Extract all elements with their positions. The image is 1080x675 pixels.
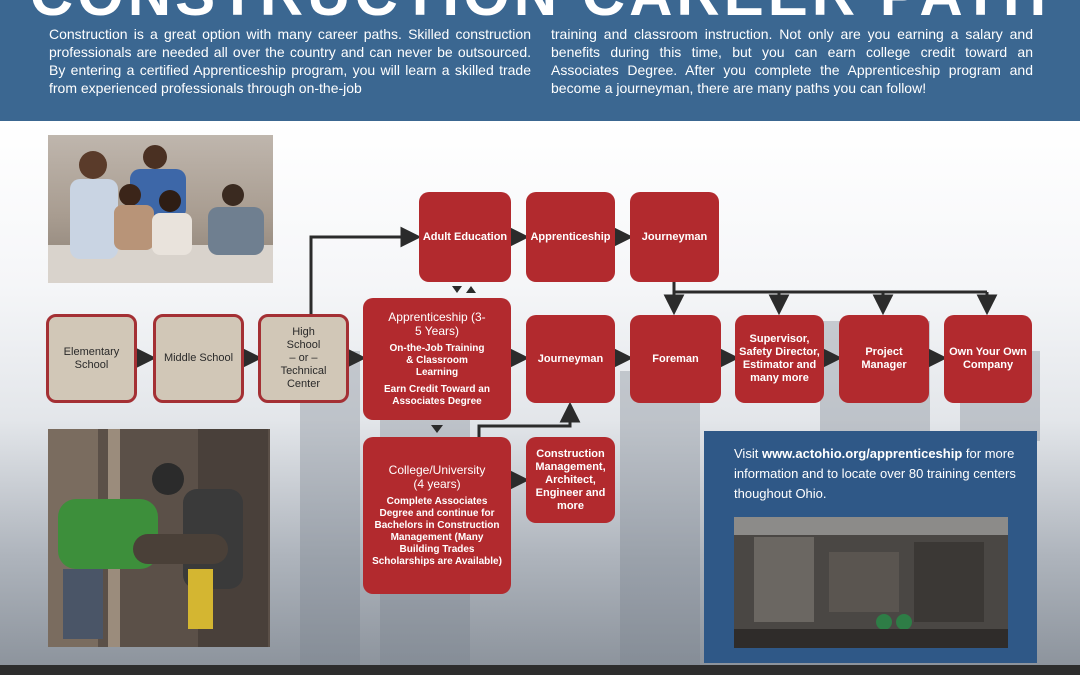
node-adult-education: Adult Education <box>419 192 511 282</box>
node-label: Journeyman <box>537 352 604 365</box>
header-banner: CONSTRUCTION CAREER PATH Construction is… <box>0 0 1080 121</box>
building-silhouette <box>620 371 700 665</box>
node-label: Middle School <box>163 352 234 364</box>
node-label: Technical <box>280 365 327 377</box>
info-visit-label: Visit <box>734 446 759 461</box>
node-label: Supervisor, Safety Director, Estimator a… <box>739 333 820 384</box>
node-elementary-school: Elementary School <box>46 314 137 403</box>
node-apprenticeship-top: Apprenticeship <box>526 192 615 282</box>
node-label: Journeyman <box>641 230 708 243</box>
welder-photo <box>48 429 270 647</box>
node-supervisor: Supervisor, Safety Director, Estimator a… <box>735 315 824 403</box>
node-label: Apprenticeship <box>530 230 611 243</box>
node-label: Foreman <box>652 352 699 365</box>
node-middle-school: Middle School <box>153 314 244 403</box>
intro-text-left: Construction is a great option with many… <box>49 26 531 96</box>
node-label: Construction Management, Architect, Engi… <box>535 447 606 512</box>
info-description: for more information and to locate over … <box>734 446 1016 501</box>
node-label: High <box>292 326 315 338</box>
intro-text-right: training and classroom instruction. Not … <box>551 26 1033 96</box>
node-journeyman-top: Journeyman <box>630 192 719 282</box>
node-detail: Complete Associates Degree and continue … <box>372 496 502 567</box>
node-label: Elementary School <box>63 345 120 371</box>
page-title: CONSTRUCTION CAREER PATH <box>0 0 1080 29</box>
node-label: School <box>286 339 321 351</box>
node-high-school: High School – or – Technical Center <box>258 314 349 403</box>
node-detail: On-the-Job Training & Classroom Learning <box>389 343 485 378</box>
node-label: – or – <box>289 352 318 364</box>
node-title: Apprenticeship (3-5 Years) <box>388 310 486 338</box>
node-own-company: Own Your Own Company <box>944 315 1032 403</box>
node-label: Adult Education <box>422 230 508 243</box>
info-url-link[interactable]: www.actohio.org/apprenticeship <box>761 446 963 461</box>
workshop-photo <box>734 517 1008 648</box>
node-label: Project Manager <box>861 346 907 371</box>
node-label: Center <box>286 378 321 390</box>
node-title: College/University (4 years) <box>388 463 486 491</box>
node-project-manager: Project Manager <box>839 315 929 403</box>
node-journeyman-mid: Journeyman <box>526 315 615 403</box>
node-foreman: Foreman <box>630 315 721 403</box>
node-detail: Earn Credit Toward an Associates Degree <box>384 384 490 407</box>
building-silhouette <box>300 351 360 665</box>
node-apprenticeship-main: Apprenticeship (3-5 Years) On-the-Job Tr… <box>363 298 511 420</box>
node-construction-management: Construction Management, Architect, Engi… <box>526 437 615 523</box>
info-text: Visit www.actohio.org/apprenticeship for… <box>734 444 1024 504</box>
students-photo <box>48 135 273 283</box>
footer-bar <box>0 665 1080 675</box>
node-college-university: College/University (4 years) Complete As… <box>363 437 511 594</box>
node-label: Own Your Own Company <box>949 346 1027 371</box>
